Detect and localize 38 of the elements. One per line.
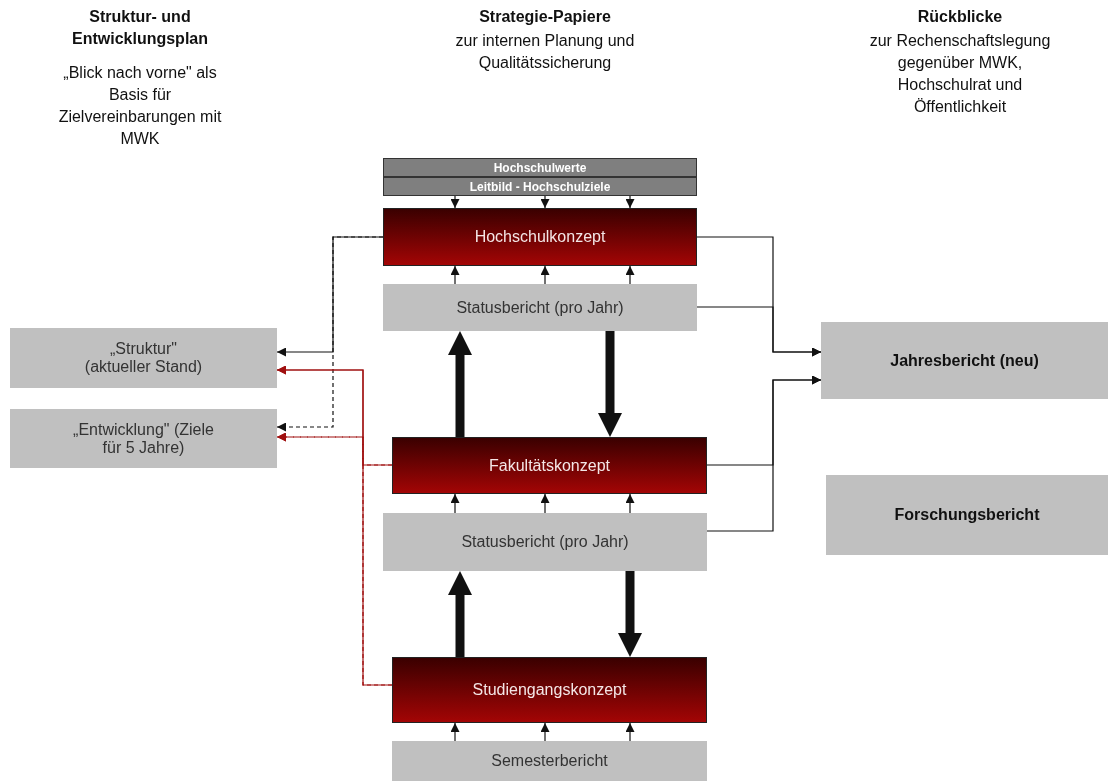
report-box: Jahresbericht (neu) — [821, 322, 1108, 399]
thick-arrow — [448, 331, 472, 437]
column-heading: Rückblicke — [916, 7, 1004, 27]
arrow — [540, 195, 550, 209]
arrow — [625, 493, 635, 514]
thick-arrow — [598, 331, 622, 437]
concept-box: Studiengangskonzept — [392, 657, 707, 723]
report-box: Semesterbericht — [392, 741, 707, 781]
report-box: „Entwicklung" (Ziele für 5 Jahre) — [10, 409, 277, 468]
arrow — [696, 306, 822, 357]
report-box: Statusbericht (pro Jahr) — [383, 513, 707, 571]
concept-box: Hochschulkonzept — [383, 208, 697, 266]
header-bar: Leitbild - Hochschulziele — [383, 177, 697, 196]
column-description: zur Rechenschaftslegung gegenüber MWK, Hochschulrat und Öffentlichkeit — [868, 31, 1052, 117]
column-description: „Blick nach vorne" als Basis für Zielvereinbarungen mit MWK — [57, 63, 223, 149]
arrow — [706, 375, 822, 532]
arrow — [540, 493, 550, 514]
thick-arrow — [448, 571, 472, 657]
arrow — [625, 722, 635, 742]
arrow — [450, 265, 460, 285]
arrow — [450, 195, 460, 209]
arrow — [276, 236, 384, 357]
arrow — [540, 265, 550, 285]
concept-box: Fakultätskonzept — [392, 437, 707, 494]
report-box: Forschungsbericht — [826, 475, 1108, 555]
column-description: zur internen Planung und Qualitätssicherung — [454, 31, 636, 73]
arrow — [276, 365, 393, 686]
arrow — [625, 195, 635, 209]
report-box: „Struktur" (aktueller Stand) — [10, 328, 277, 388]
arrow — [450, 722, 460, 742]
thick-arrow — [618, 571, 642, 657]
column-heading: Struktur- und Entwicklungsplan — [71, 7, 209, 49]
arrow — [540, 722, 550, 742]
column-heading: Strategie-Papiere — [478, 7, 612, 27]
header-bar: Hochschulwerte — [383, 158, 697, 177]
arrow — [450, 493, 460, 514]
arrow — [625, 265, 635, 285]
report-box: Statusbericht (pro Jahr) — [383, 284, 697, 331]
